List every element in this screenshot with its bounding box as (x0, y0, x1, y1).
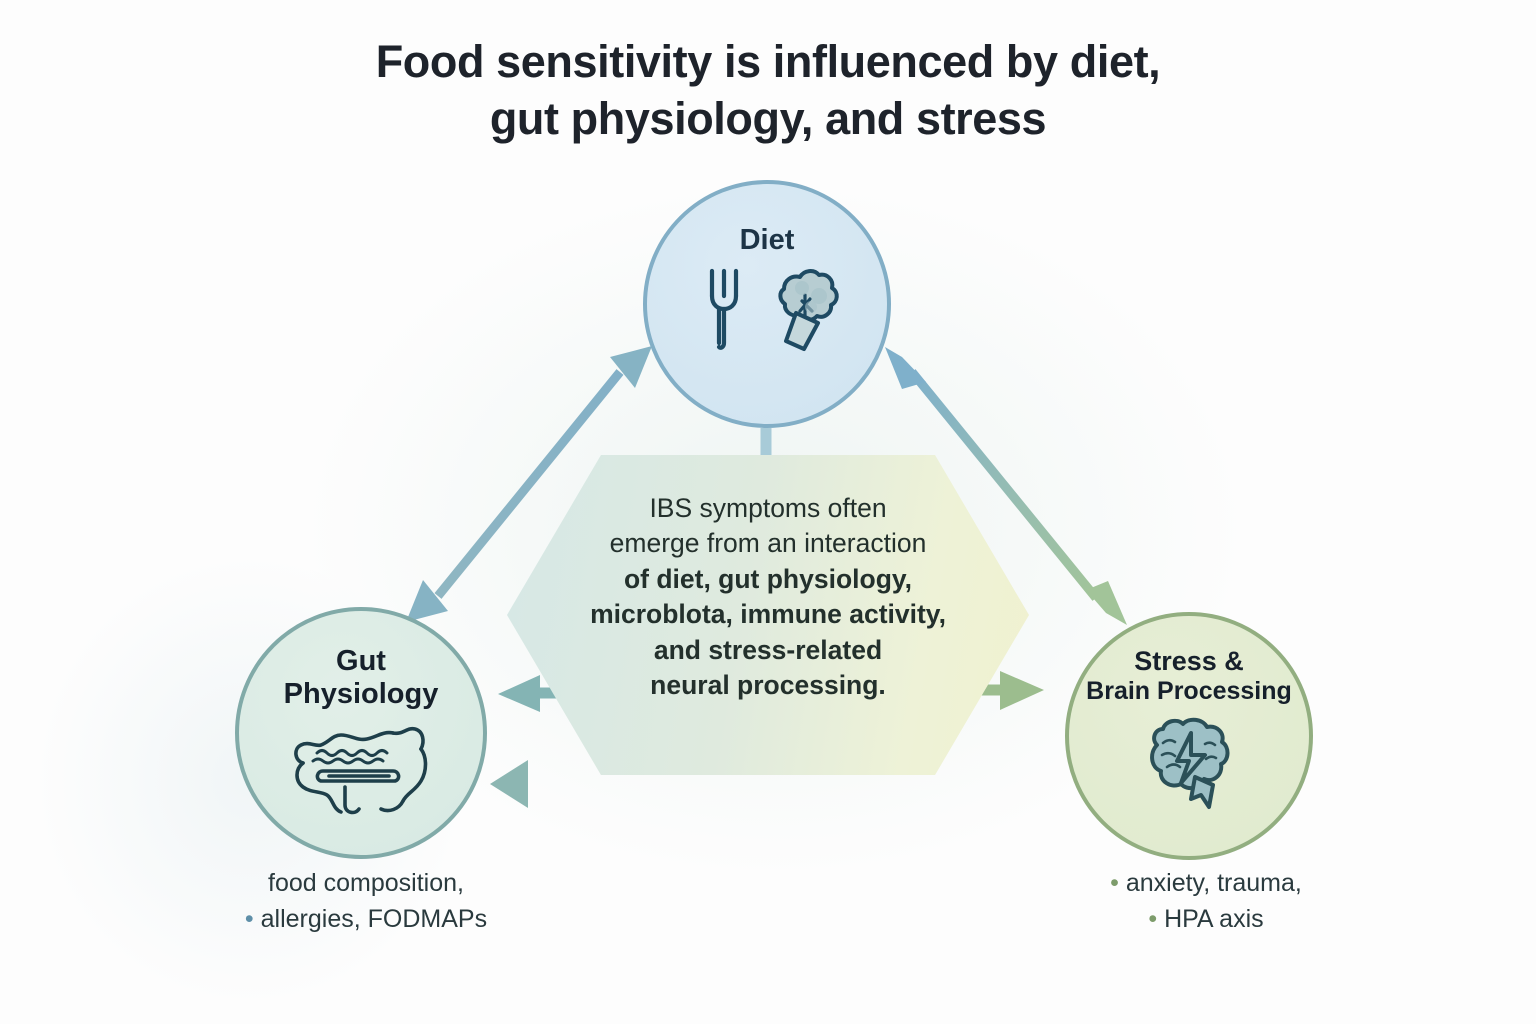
hex-line-4: microblota, immune activity, (590, 599, 946, 630)
node-gut-label-line2: Physiology (283, 677, 439, 710)
arrow-diet-stress (885, 347, 1127, 625)
page-title: Food sensitivity is influenced by diet, … (0, 34, 1536, 147)
fork-icon (709, 268, 739, 350)
caption-stress-line-2-row: • HPA axis (1030, 902, 1382, 938)
node-gut-icons (277, 717, 445, 826)
node-stress-label: Stress & Brain Processing (1086, 646, 1292, 705)
title-line-2: gut physiology, and stress (489, 92, 1047, 144)
hexagon-shape (507, 455, 1029, 775)
node-gut-physiology[interactable]: Gut Physiology (235, 607, 487, 859)
hex-line-5: and stress-related (653, 634, 883, 665)
hex-line-3: of diet, gut physiology, (623, 563, 913, 594)
node-gut-label: Gut Physiology (284, 645, 439, 711)
caption-gut-bullet: • (244, 904, 254, 933)
caption-stress-bullet-2: • (1148, 904, 1158, 933)
caption-gut-line-2-row: • allergies, FODMAPs (190, 902, 542, 938)
node-diet[interactable]: Diet (643, 180, 891, 428)
node-stress-label-line2: Brain Processing (1086, 676, 1292, 705)
center-hexagon: IBS symptoms often emerge from an intera… (507, 455, 1029, 775)
caption-stress-line-1: anxiety, trauma, (1125, 869, 1302, 897)
caption-gut: food composition, • allergies, FODMAPs (190, 866, 542, 937)
title-line-1: Food sensitivity is influenced by diet, (375, 36, 1161, 87)
hex-line-2: emerge from an interaction (609, 528, 927, 559)
caption-gut-line-1: food composition, (268, 869, 464, 897)
caption-gut-line-2: allergies, FODMAPs (260, 904, 488, 933)
caption-stress-line-1-row: • anxiety, trauma, (1030, 866, 1382, 902)
broccoli-icon (778, 268, 839, 351)
brain-lightning-icon (1150, 717, 1230, 809)
caption-stress-bullet-1: • (1110, 869, 1119, 897)
node-diet-label: Diet (739, 224, 795, 256)
node-stress-icons (1129, 711, 1249, 820)
node-diet-icons (692, 263, 842, 360)
node-stress-brain-processing[interactable]: Stress & Brain Processing (1065, 612, 1313, 860)
caption-stress-line-2: HPA axis (1164, 904, 1264, 933)
node-stress-label-line1: Stress & (1134, 646, 1244, 676)
arrow-gut-diet (406, 346, 652, 622)
node-gut-label-line1: Gut (336, 645, 386, 677)
caption-stress: • anxiety, trauma, • HPA axis (1030, 866, 1382, 937)
hex-line-6: neural processing. (650, 669, 886, 700)
hex-line-1: IBS symptoms often (649, 493, 887, 523)
hexagon-text: IBS symptoms often emerge from an intera… (562, 491, 974, 703)
intestines-icon (294, 726, 428, 814)
